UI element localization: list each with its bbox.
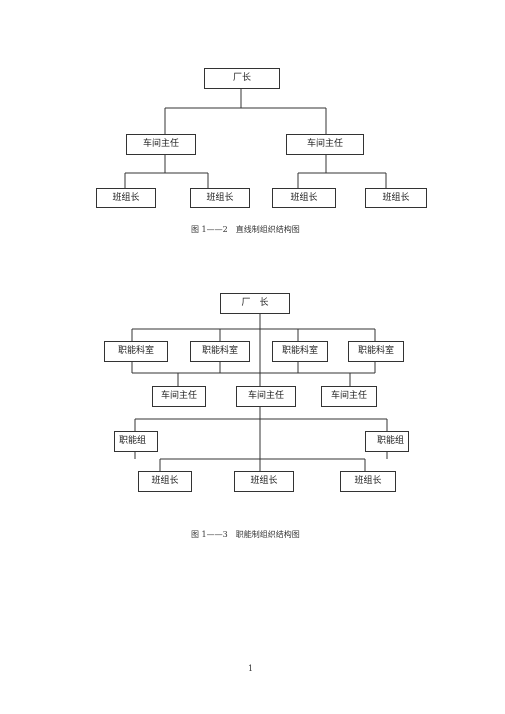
team-leader-box: 班组长 [340,471,396,492]
factory-director-label: 厂 长 [241,298,269,308]
workshop-head-box: 车间主任 [152,386,206,407]
workshop-head-label: 车间主任 [142,139,179,149]
functional-office-label: 职能科室 [357,346,394,356]
functional-office-box: 职能科室 [272,341,328,362]
team-leader-label: 班组长 [290,192,318,203]
team-leader-box: 班组长 [365,188,427,208]
functional-office-label: 职能科室 [117,346,154,356]
functional-office-label: 职能科室 [201,346,238,356]
functional-office-box: 职能科室 [348,341,404,362]
team-leader-label: 班组长 [382,192,410,203]
workshop-head-label: 车间主任 [247,391,284,401]
team-leader-box: 班组长 [190,188,250,208]
functional-group-box: 职能组 [114,431,158,452]
team-leader-label: 班组长 [112,192,140,203]
team-leader-label: 班组长 [206,192,234,203]
functional-office-box: 职能科室 [104,341,168,362]
workshop-head-box: 车间主任 [321,386,377,407]
team-leader-label: 班组长 [151,476,179,486]
functional-office-label: 职能科室 [281,346,318,356]
workshop-head-box: 车间主任 [236,386,296,407]
functional-group-label: 职能组 [376,436,404,446]
functional-group-box: 职能组 [365,431,409,452]
functional-office-box: 职能科室 [190,341,250,362]
functional-group-label: 职能组 [119,436,147,446]
factory-director-box: 厂 长 [220,293,290,314]
workshop-head-label: 车间主任 [160,391,197,401]
team-leader-box: 班组长 [138,471,192,492]
workshop-head-box: 车间主任 [126,134,196,155]
team-leader-box: 班组长 [234,471,294,492]
team-leader-label: 班组长 [250,476,278,486]
workshop-head-label: 车间主任 [330,391,367,401]
team-leader-box: 班组长 [96,188,156,208]
team-leader-box: 班组长 [272,188,336,208]
figure-caption: 图 1——2 直线制组织结构图 [191,225,300,234]
factory-director-box: 厂长 [204,68,280,89]
team-leader-label: 班组长 [354,476,382,486]
workshop-head-label: 车间主任 [306,139,343,149]
workshop-head-box: 车间主任 [286,134,364,155]
page-number: 1 [248,664,254,673]
factory-director-label: 厂长 [232,73,251,83]
figure-caption: 图 1——3 职能制组织结构图 [191,530,300,539]
